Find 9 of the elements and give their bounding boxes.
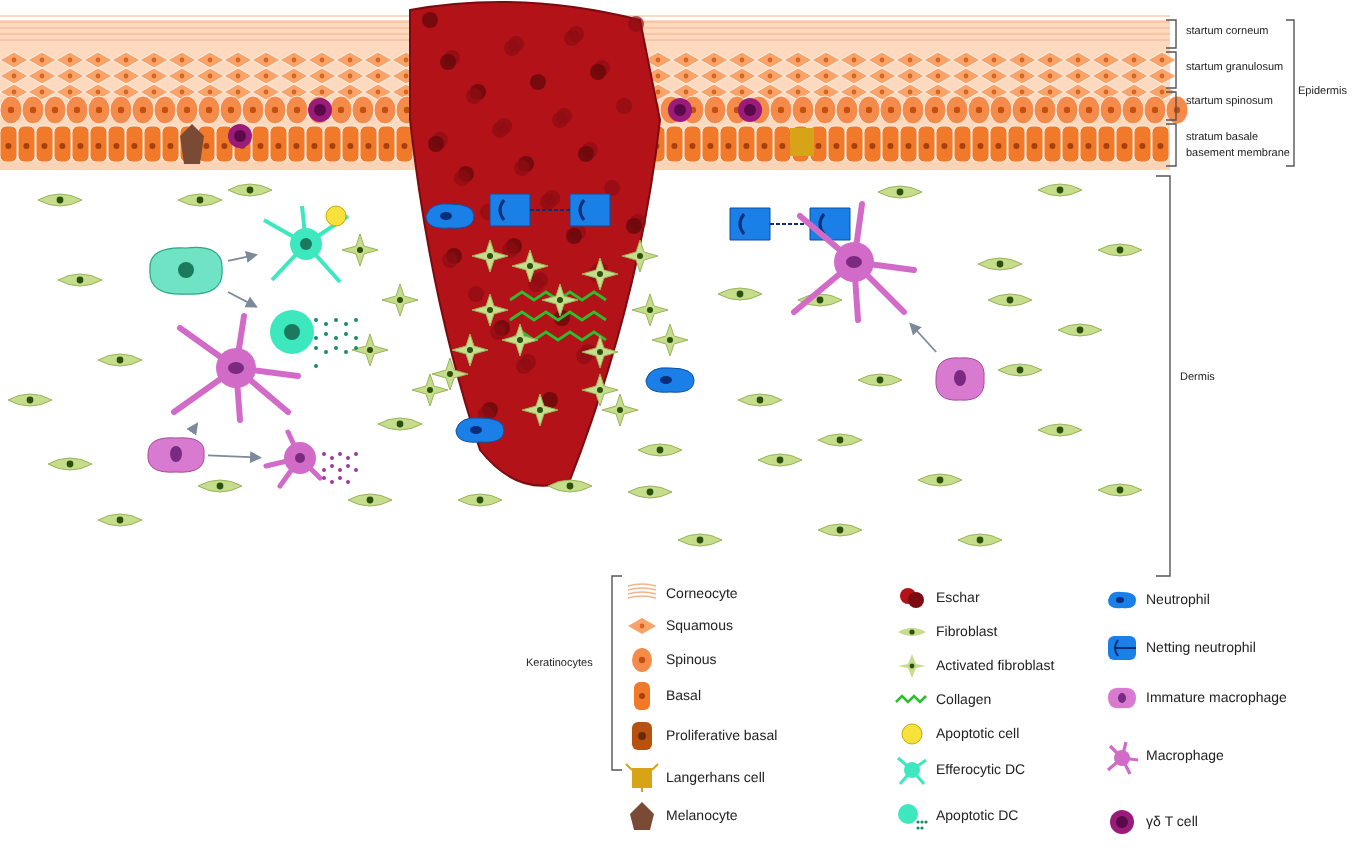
- immature-macrophage: [932, 352, 988, 404]
- macrophage: [788, 200, 920, 324]
- arrow: [207, 451, 262, 464]
- arrow: [227, 291, 258, 308]
- arrow: [227, 251, 258, 263]
- immature-macrophage: [144, 432, 208, 476]
- arrow: [909, 322, 938, 353]
- arrow: [186, 422, 199, 436]
- macrophage: [168, 312, 304, 424]
